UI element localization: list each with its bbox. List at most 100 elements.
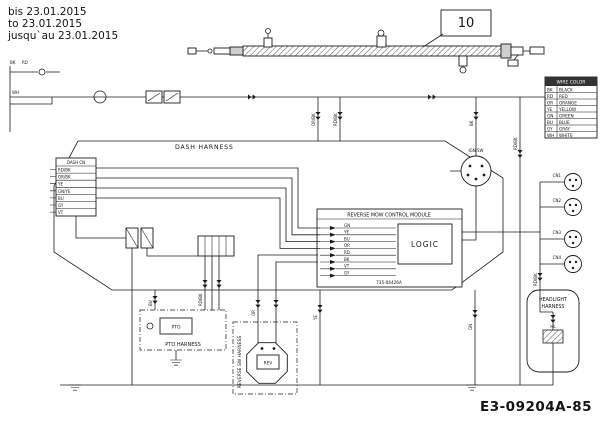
legend-name-4: GREEN bbox=[559, 113, 574, 118]
bottom-wiring: BU RD/BK OR YE GN RD/BK bbox=[60, 273, 553, 391]
harness-plug-right bbox=[529, 46, 545, 55]
pto-clutch-label: PTO bbox=[171, 325, 180, 331]
module-pin-3: OR bbox=[344, 243, 350, 248]
harness-tap-3-cap bbox=[459, 66, 467, 74]
module-pin-6: VT bbox=[344, 264, 350, 269]
logic-box bbox=[397, 223, 453, 265]
harness-bar-drawing bbox=[187, 28, 545, 74]
wire-label-w6: RD/BK bbox=[198, 293, 203, 306]
header-line-2: to 23.01.2015 bbox=[8, 18, 82, 30]
plug-label-1: CN2 bbox=[553, 198, 562, 203]
harness-pin-left bbox=[207, 48, 213, 54]
harness-fitting-left-2 bbox=[213, 47, 231, 55]
wire-label-w2: RD/BK bbox=[333, 113, 338, 126]
legend-name-3: YELLOW bbox=[558, 107, 576, 112]
pin-row-5: GY bbox=[58, 203, 64, 208]
pin-row-6: VT bbox=[58, 210, 64, 215]
plug-label-0: CN1 bbox=[553, 173, 562, 178]
harness-fitting-left-1 bbox=[229, 46, 244, 56]
harness-plug-left bbox=[187, 47, 197, 55]
pto-harness-label: PTO HARNESS bbox=[165, 342, 201, 348]
reverse-mow-module: REVERSE MOW CONTROL MODULE LOGIC GN YE B… bbox=[316, 208, 463, 288]
reverse-sw-harness: REV REVERSE SW HARNESS bbox=[232, 321, 298, 395]
wire-label-w5: BU bbox=[148, 300, 153, 306]
harness-fitting-right-2 bbox=[510, 46, 524, 56]
legend-header bbox=[545, 77, 597, 86]
connector-strip bbox=[197, 235, 235, 257]
pto-clutch-box bbox=[159, 317, 193, 335]
reverse-harness-label: REVERSE SW HARNESS bbox=[237, 336, 243, 389]
header-line-3: jusqu`au 23.01.2015 bbox=[7, 30, 118, 42]
harness-tap-2-cap bbox=[377, 29, 385, 37]
pin-table-title: DASH CN bbox=[67, 160, 85, 165]
harness-tap-3 bbox=[458, 55, 468, 67]
module-pin-2: BU bbox=[344, 236, 350, 241]
pin-row-1: OR/BK bbox=[58, 175, 71, 180]
pin-row-4: BU bbox=[58, 196, 64, 201]
harness-plug-right-low bbox=[507, 59, 519, 67]
pin-row-3: GN/YE bbox=[58, 189, 71, 194]
logic-label: LOGIC bbox=[411, 240, 439, 249]
plug-cn2 bbox=[564, 198, 582, 216]
module-pin-1: YE bbox=[343, 230, 349, 235]
accessory-plugs: CN1 CN2 CN3 CN4 bbox=[503, 173, 582, 290]
reverse-switch-contact bbox=[256, 354, 280, 370]
legend-abbr-2: OR bbox=[547, 100, 553, 105]
wire-label-w10: RD/BK bbox=[533, 273, 538, 286]
harness-fitting-right-1 bbox=[500, 43, 512, 59]
headlight-harness: HEADLIGHT HARNESS HL bbox=[526, 289, 580, 385]
module-pins: GN YE BU OR RD BK VT GY bbox=[320, 223, 396, 278]
module-part-number: 735-04426A bbox=[376, 280, 402, 285]
ignition-switch: IGN SW bbox=[450, 148, 492, 241]
legend-name-6: GRAY bbox=[559, 126, 571, 131]
pin-row-2: YE bbox=[57, 182, 63, 187]
plug-label-3: CN4 bbox=[553, 255, 562, 260]
headlamp-label: HL bbox=[550, 324, 556, 329]
wire-label-w8: YE bbox=[313, 315, 318, 321]
legend-name-7: WHITE bbox=[559, 133, 573, 138]
plug-label-2: CN3 bbox=[553, 230, 562, 235]
top-wiring: BK RD WH OR/BK RD/BK BK RD/BK bbox=[9, 60, 545, 385]
harness-drop-right bbox=[513, 54, 519, 61]
headlamp-box bbox=[542, 329, 564, 344]
module-pin-4: RD bbox=[344, 250, 350, 255]
module-pin-0: GN bbox=[344, 223, 350, 228]
legend-name-5: BLUE bbox=[559, 120, 570, 125]
harness-tap-1 bbox=[263, 37, 273, 48]
legend-abbr-5: BU bbox=[547, 120, 553, 125]
wire-label-tl3: WH bbox=[12, 90, 19, 95]
legend-title: WIRE COLOR bbox=[557, 80, 586, 86]
header-line-1: bis 23.01.2015 bbox=[8, 6, 87, 18]
relays-and-connector bbox=[125, 227, 235, 257]
module-title: REVERSE MOW CONTROL MODULE bbox=[347, 213, 431, 219]
wire-label-w1: OR/BK bbox=[311, 113, 316, 126]
callout-number: 10 bbox=[458, 16, 475, 31]
plug-cn3 bbox=[564, 230, 582, 248]
pin-row-0: RD/BK bbox=[58, 168, 71, 173]
module-pin-7: GY bbox=[344, 270, 350, 275]
pin-table: DASH CN RD/BK OR/BK YE GN/YE BU GY VT bbox=[50, 157, 97, 217]
legend-table: WIRE COLOR BK BLACK RD RED OR ORANGE YE … bbox=[544, 76, 598, 139]
headlight-label-1: HEADLIGHT bbox=[539, 297, 567, 303]
dash-harness-label: DASH HARNESS bbox=[175, 144, 234, 151]
headlight-label-2: HARNESS bbox=[542, 304, 565, 310]
module-pin-5: BK bbox=[344, 257, 350, 262]
harness-tap-2 bbox=[376, 35, 387, 48]
reverse-switch-label: REV bbox=[264, 361, 273, 366]
callout-leader-line bbox=[422, 33, 444, 48]
wire-label-w4: RD/BK bbox=[513, 137, 518, 150]
harness-tube bbox=[242, 45, 502, 57]
legend-abbr-7: WH bbox=[547, 133, 554, 138]
legend-abbr-0: BK bbox=[547, 87, 553, 92]
callout-box bbox=[440, 9, 492, 37]
legend-abbr-6: GY bbox=[547, 126, 553, 131]
pto-harness: PTO PTO HARNESS bbox=[139, 309, 227, 351]
dash-harness-outline: DASH HARNESS bbox=[53, 140, 504, 291]
wire-label-tl1: BK bbox=[10, 60, 16, 65]
wire-label-w3: BK bbox=[469, 120, 474, 126]
legend-abbr-4: GN bbox=[547, 113, 553, 118]
inner-wiring bbox=[75, 167, 503, 385]
wire-label-tl2: RD bbox=[22, 60, 28, 65]
